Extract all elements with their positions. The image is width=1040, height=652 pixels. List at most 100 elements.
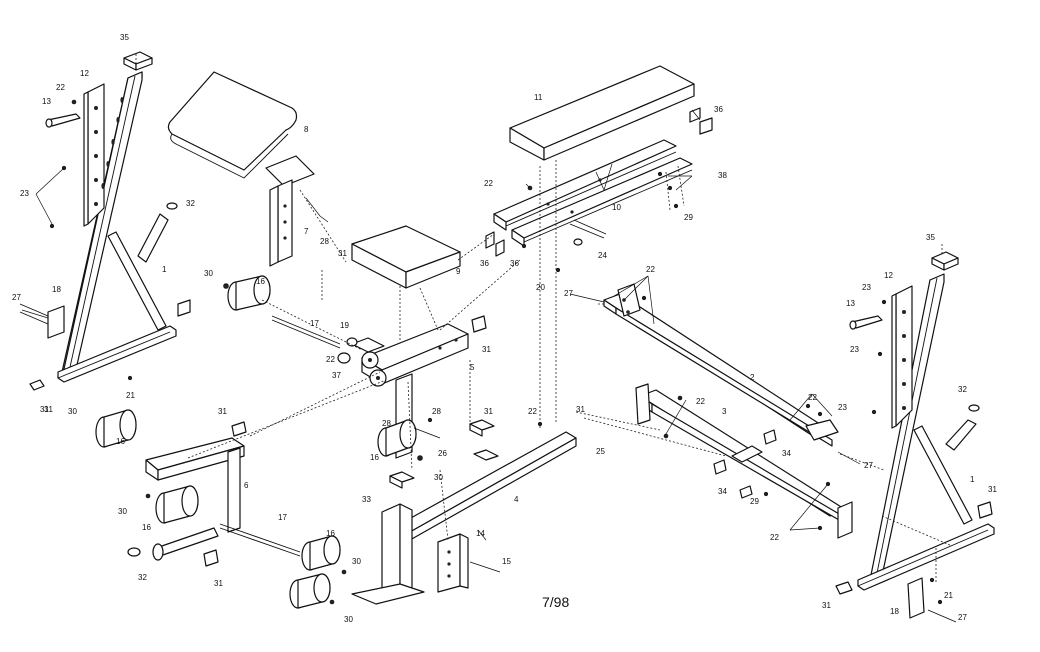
callout-22: 22 <box>696 397 705 406</box>
arm-curl-pad-assembly <box>167 71 329 267</box>
callout-36: 36 <box>714 105 723 114</box>
drawing-code: 7/98 <box>542 594 570 610</box>
callout-1: 1 <box>162 265 167 274</box>
assembly-guide-lines <box>135 54 953 582</box>
callout-22: 22 <box>528 407 537 416</box>
callout-22: 22 <box>770 533 779 542</box>
callout-30: 30 <box>434 473 443 482</box>
callout-7: 7 <box>304 227 309 236</box>
callout-22: 22 <box>326 355 335 364</box>
callout-1: 1 <box>970 475 975 484</box>
callout-34: 34 <box>718 487 727 496</box>
callout-31: 31 <box>218 407 227 416</box>
callout-28: 28 <box>382 419 391 428</box>
callout-22: 22 <box>484 179 493 188</box>
callout-16: 16 <box>256 277 265 286</box>
callout-4: 4 <box>514 495 519 504</box>
callout-18: 18 <box>890 607 899 616</box>
callout-14: 14 <box>476 529 485 538</box>
callout-11: 11 <box>534 93 543 102</box>
callout-12: 12 <box>884 271 893 280</box>
callout-21: 21 <box>126 391 135 400</box>
callout-8: 8 <box>304 125 309 134</box>
callout-2: 2 <box>750 373 755 382</box>
callout-23: 23 <box>850 345 859 354</box>
callout-16: 16 <box>370 453 379 462</box>
callout-33: 33 <box>362 495 371 504</box>
callout-23: 23 <box>862 283 871 292</box>
callout-31: 31 <box>482 345 491 354</box>
callout-22: 22 <box>56 83 65 92</box>
callout-31: 31 <box>822 601 831 610</box>
callout-17: 17 <box>310 319 319 328</box>
callout-22: 22 <box>808 393 817 402</box>
callout-31: 31 <box>576 405 585 414</box>
callout-31: 31 <box>338 249 347 258</box>
callout-20: 20 <box>536 283 545 292</box>
callout-36: 36 <box>510 259 519 268</box>
callout-19: 19 <box>340 321 349 330</box>
callout-32: 32 <box>958 385 967 394</box>
callout-31: 31 <box>988 485 997 494</box>
seat-pad <box>351 225 461 289</box>
callout-16: 16 <box>116 437 125 446</box>
callout-30: 30 <box>352 557 361 566</box>
callout-26: 26 <box>438 449 447 458</box>
callout-31: 31 <box>214 579 223 588</box>
callout-31: 31 <box>44 405 53 414</box>
callout-6: 6 <box>244 481 249 490</box>
callout-27: 27 <box>12 293 21 302</box>
callout-10: 10 <box>612 203 621 212</box>
callout-30: 30 <box>68 407 77 416</box>
callout-30: 30 <box>204 269 213 278</box>
callout-32: 32 <box>138 573 147 582</box>
leg-developer-assembly <box>95 409 341 609</box>
callout-29: 29 <box>684 213 693 222</box>
callout-35: 35 <box>926 233 935 242</box>
back-pad-assembly <box>485 65 713 257</box>
upper-leg-roller <box>223 275 341 349</box>
callout-31: 31 <box>40 405 49 414</box>
rear-frame-tubes <box>603 283 853 539</box>
callout-23: 23 <box>20 189 29 198</box>
callout-23: 23 <box>838 403 847 412</box>
hardware-fasteners <box>49 99 943 605</box>
callout-16: 16 <box>142 523 151 532</box>
callout-22: 22 <box>646 265 655 274</box>
callout-32: 32 <box>186 199 195 208</box>
callout-27: 27 <box>864 461 873 470</box>
callout-30: 30 <box>344 615 353 624</box>
callout-25: 25 <box>596 447 605 456</box>
callout-15: 15 <box>502 557 511 566</box>
callout-9: 9 <box>456 267 461 276</box>
callout-12: 12 <box>80 69 89 78</box>
callout-37: 37 <box>332 371 341 380</box>
callout-28: 28 <box>320 237 329 246</box>
callout-28: 28 <box>432 407 441 416</box>
callout-38: 38 <box>718 171 727 180</box>
right-upright-frame <box>835 251 995 623</box>
callout-13: 13 <box>846 299 855 308</box>
callout-13: 13 <box>42 97 51 106</box>
callout-24: 24 <box>598 251 607 260</box>
callout-5: 5 <box>470 363 475 372</box>
callout-16: 16 <box>326 529 335 538</box>
callout-35: 35 <box>120 33 129 42</box>
callout-21: 21 <box>944 591 953 600</box>
callout-3: 3 <box>722 407 727 416</box>
callout-34: 34 <box>782 449 791 458</box>
callout-17: 17 <box>278 513 287 522</box>
callout-18: 18 <box>52 285 61 294</box>
callout-36: 36 <box>480 259 489 268</box>
callout-leader-lines <box>21 109 861 541</box>
left-upright-frame <box>19 51 191 391</box>
center-base-assembly <box>351 419 577 605</box>
callout-27: 27 <box>958 613 967 622</box>
callout-30: 30 <box>118 507 127 516</box>
callout-31: 31 <box>484 407 493 416</box>
callout-29: 29 <box>750 497 759 506</box>
callout-27: 27 <box>564 289 573 298</box>
